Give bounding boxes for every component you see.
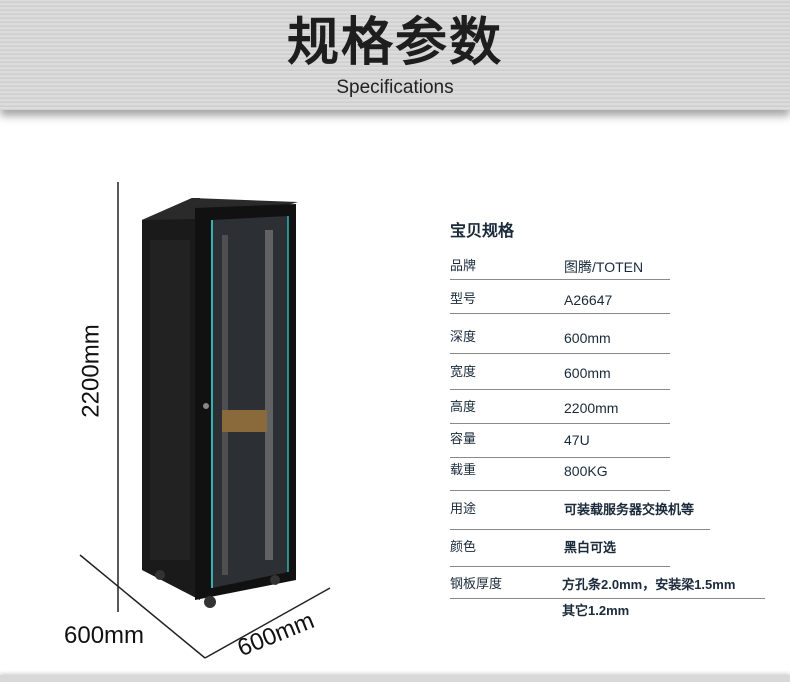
spec-value: 47U bbox=[564, 432, 590, 448]
spec-value: 图腾/TOTEN bbox=[564, 259, 644, 275]
spec-label: 颜色 bbox=[450, 540, 477, 555]
dimension-lines bbox=[79, 182, 331, 659]
shelf bbox=[222, 410, 267, 432]
row-divider bbox=[450, 313, 670, 314]
height-dimension-label: 2200mm bbox=[77, 324, 105, 418]
spec-label: 高度 bbox=[450, 400, 477, 415]
row-divider bbox=[450, 598, 560, 599]
spec-value: 黑白可选 bbox=[564, 540, 617, 555]
cabinet-illustration bbox=[79, 182, 331, 659]
spec-label: 钢板厚度 bbox=[450, 577, 503, 592]
row-divider bbox=[450, 490, 670, 491]
row-divider bbox=[450, 566, 670, 567]
row-divider bbox=[560, 598, 765, 599]
spec-label: 载重 bbox=[450, 463, 477, 478]
row-divider bbox=[450, 423, 670, 424]
row-divider bbox=[450, 529, 710, 530]
page-title: 规格参数 bbox=[286, 13, 503, 73]
mounting-rail bbox=[222, 235, 228, 575]
row-divider bbox=[450, 389, 670, 390]
caster bbox=[270, 575, 280, 585]
spec-label: 宽度 bbox=[450, 365, 477, 380]
spec-value: 800KG bbox=[564, 463, 608, 479]
spec-value: 600mm bbox=[564, 365, 611, 381]
door-handle bbox=[203, 403, 209, 409]
caster bbox=[155, 570, 165, 580]
cabinet-side-panel bbox=[150, 240, 190, 560]
header-banner: 规格参数 Specifications bbox=[0, 0, 790, 110]
specs-title: 宝贝规格 bbox=[450, 221, 515, 240]
mounting-rail bbox=[265, 230, 273, 560]
spec-label: 用途 bbox=[450, 502, 477, 517]
spec-value: 可装载服务器交换机等 bbox=[564, 502, 695, 517]
caster bbox=[204, 596, 216, 608]
spec-value: A26647 bbox=[564, 292, 613, 308]
bottom-divider bbox=[0, 675, 790, 682]
spec-label: 容量 bbox=[450, 432, 477, 447]
spec-value: 其它1.2mm bbox=[562, 603, 630, 618]
spec-label: 品牌 bbox=[450, 259, 477, 274]
page-subtitle: Specifications bbox=[336, 77, 454, 98]
row-divider bbox=[450, 457, 670, 458]
spec-label: 深度 bbox=[450, 330, 477, 345]
spec-value: 方孔条2.0mm，安装梁1.5mm bbox=[562, 577, 736, 592]
spec-label: 型号 bbox=[450, 292, 477, 307]
row-divider bbox=[450, 279, 670, 280]
spec-value: 2200mm bbox=[564, 400, 619, 416]
row-divider bbox=[450, 353, 670, 354]
spec-value: 600mm bbox=[564, 330, 611, 346]
depth-dimension-label: 600mm bbox=[64, 622, 145, 649]
